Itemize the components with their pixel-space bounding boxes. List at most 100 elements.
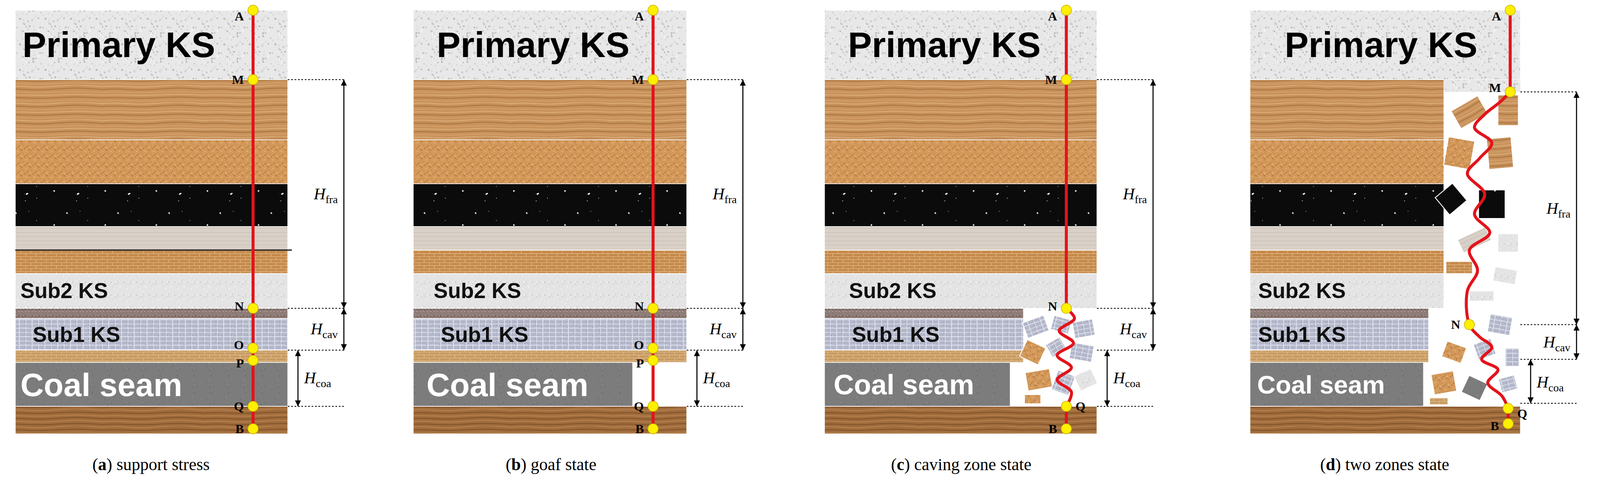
illustration-part bbox=[686, 405, 743, 407]
illustration-part bbox=[647, 303, 659, 314]
illustration-part bbox=[248, 342, 259, 353]
point-label: Q bbox=[1517, 406, 1528, 420]
illustration-part bbox=[824, 349, 1024, 363]
stratum-band: Sub2 KS bbox=[849, 279, 937, 303]
illustration-part bbox=[248, 5, 1516, 434]
illustration-part bbox=[15, 79, 288, 140]
stratum-band: Sub1 KS bbox=[1258, 323, 1346, 347]
illustration-part bbox=[413, 318, 687, 350]
illustration-part bbox=[15, 362, 288, 407]
stratum-name: Sub2 KS bbox=[849, 279, 937, 303]
illustration-part bbox=[1502, 403, 1514, 414]
illustration-part bbox=[824, 10, 1097, 80]
point-label: N bbox=[634, 299, 645, 313]
stratum-band: Primary KS bbox=[847, 25, 1041, 65]
point-label: B bbox=[635, 422, 645, 436]
illustration-part bbox=[1576, 324, 1578, 360]
illustration-part bbox=[413, 406, 687, 434]
point-label: M bbox=[631, 73, 644, 86]
illustration-part bbox=[824, 139, 1097, 184]
point-label: Q bbox=[234, 399, 244, 413]
dimension-label: Hcoa bbox=[1113, 369, 1141, 386]
stratum-name: Sub1 KS bbox=[1258, 323, 1346, 347]
illustration-part bbox=[1250, 406, 1521, 434]
illustration-part bbox=[15, 406, 288, 434]
illustration-part bbox=[1250, 139, 1444, 184]
illustration-part bbox=[1520, 358, 1577, 360]
illustration-part bbox=[1505, 86, 1516, 98]
dimension-label: Hcav bbox=[310, 320, 338, 337]
illustration-part bbox=[1061, 303, 1072, 314]
stratum-band: Coal seam bbox=[1257, 370, 1386, 399]
stratum-name: Sub2 KS bbox=[1258, 279, 1346, 303]
illustration-part bbox=[1250, 249, 1444, 274]
illustration-part bbox=[1469, 290, 1495, 301]
illustration-part bbox=[1096, 307, 1154, 309]
illustration-part bbox=[1057, 308, 1075, 407]
illustration-part bbox=[413, 183, 687, 227]
point-label: A bbox=[1491, 9, 1502, 23]
illustration-part bbox=[1505, 347, 1520, 367]
illustration-part bbox=[824, 79, 1097, 140]
illustration-part bbox=[1064, 10, 1068, 309]
stratum-band: Sub1 KS bbox=[440, 323, 529, 347]
illustration-part bbox=[297, 349, 299, 407]
stratum-band: Sub1 KS bbox=[852, 323, 940, 347]
stratum-name: Sub1 KS bbox=[32, 323, 121, 347]
point-label: A bbox=[234, 9, 244, 23]
illustration-part bbox=[15, 183, 288, 227]
illustration-part bbox=[15, 10, 1521, 434]
illustration-part bbox=[248, 74, 259, 85]
stratum-name: Sub1 KS bbox=[440, 323, 529, 347]
stratum-name: Coal seam bbox=[426, 366, 589, 403]
illustration-part bbox=[1250, 10, 1521, 80]
illustration-part bbox=[1061, 74, 1072, 85]
stratum-name: Sub2 KS bbox=[433, 279, 522, 303]
dimension-label: Hcoa bbox=[303, 369, 332, 386]
point-label: N bbox=[1451, 317, 1461, 331]
stratum-band: Sub2 KS bbox=[1258, 279, 1346, 303]
dimension-label: Hcoa bbox=[703, 369, 731, 386]
illustration-part bbox=[1443, 136, 1475, 170]
illustration-part bbox=[1250, 362, 1424, 407]
illustration-part bbox=[1576, 91, 1578, 325]
illustration-part bbox=[1520, 323, 1577, 325]
illustration-part bbox=[686, 79, 743, 81]
illustration-part bbox=[824, 318, 1024, 350]
illustration-part bbox=[413, 10, 687, 80]
dimension-label: Hcav bbox=[1543, 333, 1571, 350]
illustration-part bbox=[1061, 5, 1072, 16]
illustration-part bbox=[1250, 183, 1444, 227]
point-label: M bbox=[1488, 81, 1501, 95]
illustration-part bbox=[413, 362, 633, 407]
illustration-part bbox=[413, 308, 687, 319]
illustration-part bbox=[1520, 402, 1577, 404]
illustration-part bbox=[647, 74, 659, 85]
illustration-part bbox=[1250, 318, 1429, 350]
illustration-part bbox=[413, 273, 687, 309]
illustration-part bbox=[1498, 374, 1518, 393]
illustration-part bbox=[1464, 319, 1475, 330]
illustration-part bbox=[1250, 273, 1444, 309]
point-label: N bbox=[1047, 299, 1058, 313]
stratum-band: Primary KS bbox=[436, 25, 630, 65]
point-label: M bbox=[231, 73, 244, 86]
illustration-part bbox=[1451, 95, 1488, 129]
illustration-part bbox=[824, 183, 1097, 227]
illustration-part bbox=[1152, 79, 1154, 309]
illustration-part bbox=[742, 79, 744, 309]
illustration-part bbox=[647, 5, 659, 16]
illustration-part bbox=[1478, 189, 1506, 219]
illustration-part bbox=[413, 226, 687, 250]
illustration-part bbox=[1096, 79, 1154, 81]
dimension-label: Hcav bbox=[709, 320, 737, 337]
illustration-part bbox=[696, 349, 698, 407]
stratum-name: Sub1 KS bbox=[852, 323, 940, 347]
stratum-name: Primary KS bbox=[22, 25, 216, 65]
illustration-part bbox=[248, 423, 259, 434]
panel-caption: (a) support stress bbox=[92, 455, 210, 473]
illustration-part bbox=[1429, 397, 1449, 405]
illustration-part bbox=[647, 342, 659, 353]
illustration-part bbox=[686, 349, 743, 351]
illustration-part bbox=[1019, 339, 1046, 365]
